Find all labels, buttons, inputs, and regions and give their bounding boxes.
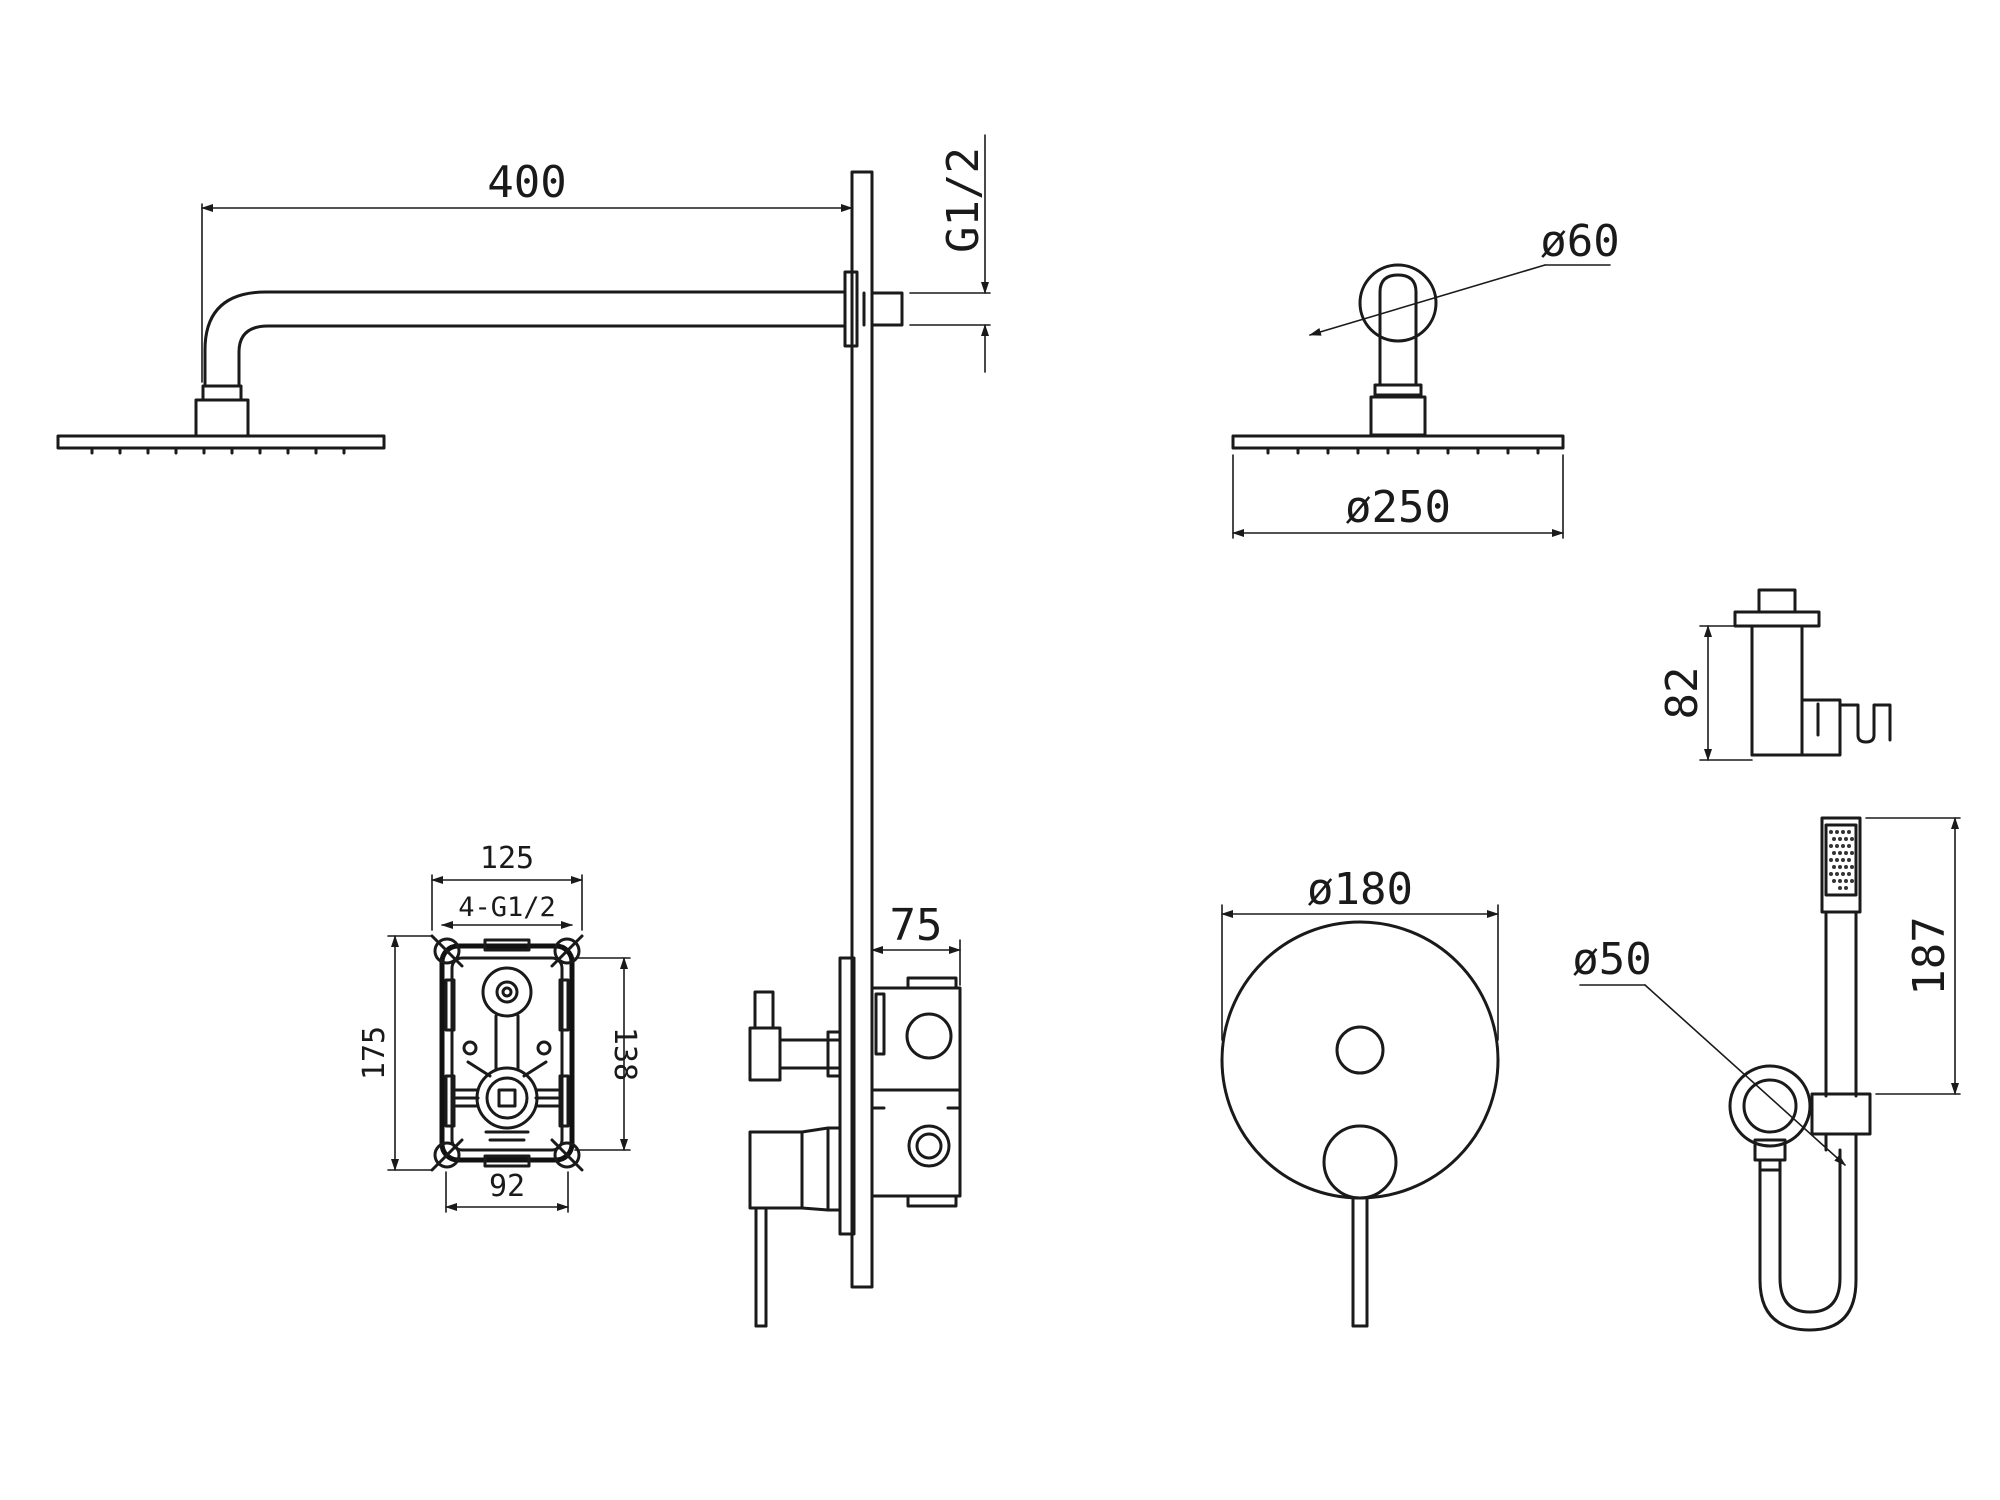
dim-box-inner-height: 138 (574, 957, 642, 1151)
dim-label-50: ø50 (1572, 934, 1651, 985)
dim-label-187: 187 (1904, 916, 1955, 995)
dim-label-60: ø60 (1540, 216, 1619, 267)
spray-dots (1829, 830, 1854, 890)
dim-flange-dia: ø60 (1309, 216, 1620, 336)
dim-label-400: 400 (487, 157, 566, 208)
dim-label-4g12: 4-G1/2 (458, 892, 556, 923)
dim-label-82: 82 (1657, 667, 1708, 720)
dim-label-92: 92 (489, 1169, 525, 1204)
side-view-mixer (748, 956, 962, 1328)
dim-label-125: 125 (480, 841, 534, 876)
dim-label-138: 138 (607, 1027, 642, 1081)
dim-box-inner-width: 92 (445, 1169, 569, 1213)
dim-mixer-depth: 75 (871, 900, 961, 986)
front-view-shower-head (1231, 263, 1565, 455)
front-view-mixer-plate (1220, 920, 1500, 1328)
dim-arm-length: 400 (201, 157, 853, 383)
concealed-box (430, 934, 584, 1172)
dim-handshower-length: 187 (1865, 817, 1961, 1095)
dim-label-180: ø180 (1307, 864, 1413, 915)
dim-thread-g12: G1/2 (909, 134, 991, 373)
side-view-shower-head (56, 270, 904, 455)
dim-head-dia: ø250 (1232, 454, 1564, 539)
dim-box-width: 125 (431, 841, 583, 931)
dim-label-75: 75 (890, 900, 943, 951)
front-nozzle-row (1266, 446, 1540, 455)
dim-label-250: ø250 (1345, 482, 1451, 533)
dim-label-g12: G1/2 (938, 147, 989, 253)
nozzle-row (90, 446, 346, 455)
dim-plate-dia: ø180 (1221, 864, 1499, 1041)
wall-section (850, 170, 874, 1289)
hand-shower-elbow (1728, 816, 1872, 1332)
dim-label-175: 175 (357, 1026, 392, 1080)
dim-box-height: 175 (357, 935, 433, 1171)
wall-holder (1733, 588, 1892, 757)
dim-box-threads: 4-G1/2 (441, 892, 573, 929)
dim-elbow-dia: ø50 (1572, 934, 1846, 1166)
dim-holder-height: 82 (1657, 625, 1753, 761)
